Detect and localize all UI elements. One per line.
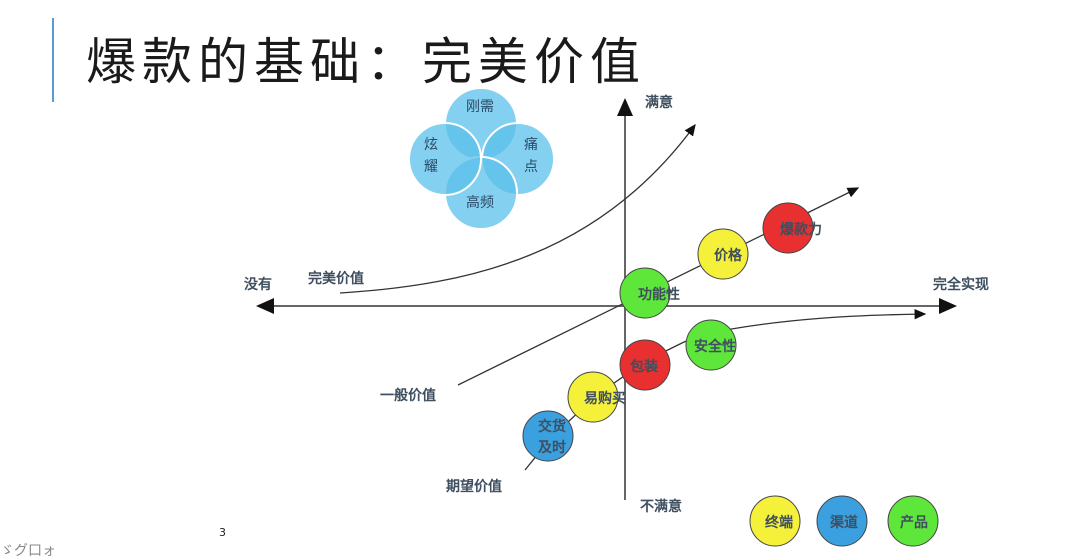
legend-label-product: 产品 — [900, 515, 928, 531]
bubble-label-on-time-delivery-1: 交货 — [538, 419, 566, 435]
perfect-value-curve — [339, 123, 696, 294]
venn-label-pain-point-2: 点 — [524, 159, 538, 175]
page-number: 3 — [219, 526, 226, 539]
venn-petal-left — [408, 122, 482, 196]
bubble-group — [522, 202, 814, 462]
legend-group — [749, 495, 939, 547]
bubble-label-functionality: 功能性 — [638, 287, 680, 303]
venn-diagram — [408, 87, 555, 230]
axis-label-unsatisfied: 不满意 — [640, 499, 682, 515]
slide-title: 爆款的基础：完美价值 — [86, 33, 646, 91]
bubble-label-hit-power: 爆款力 — [780, 222, 822, 238]
axis-label-none: 没有 — [244, 277, 272, 293]
legend-label-channel: 渠道 — [830, 515, 858, 531]
corner-watermark: ゞグ口ォ — [0, 543, 56, 559]
legend-label-terminal: 终端 — [765, 515, 793, 531]
venn-label-show-off-2: 耀 — [424, 159, 438, 175]
venn-label-rigid-demand: 刚需 — [466, 99, 494, 115]
bubble-label-on-time-delivery-2: 及时 — [538, 440, 566, 456]
curve-label-general-value: 一般价值 — [380, 388, 436, 404]
curve-label-perfect-value: 完美价值 — [308, 271, 364, 287]
venn-label-high-frequency: 高频 — [466, 195, 494, 211]
bubble-label-packaging: 包装 — [630, 359, 658, 375]
venn-label-show-off-1: 炫 — [424, 137, 438, 153]
bubble-label-safety: 安全性 — [694, 339, 736, 355]
bubble-label-easy-purchase: 易购买 — [584, 391, 626, 407]
title-accent-bar — [52, 18, 54, 102]
axis-label-fully-realized: 完全实现 — [933, 277, 989, 293]
axis-label-satisfied: 满意 — [645, 95, 673, 111]
bubble-label-price: 价格 — [714, 248, 742, 264]
curve-label-expected-value: 期望价值 — [446, 479, 502, 495]
venn-label-pain-point-1: 痛 — [524, 137, 538, 153]
